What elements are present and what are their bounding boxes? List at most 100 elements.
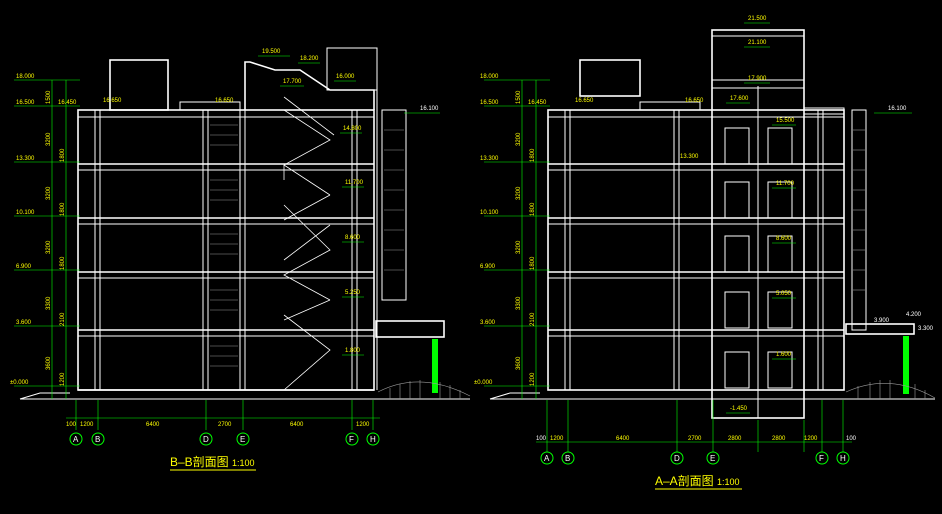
aa-inner-elev-2: 16.650 xyxy=(685,98,704,104)
aa-elev-7: ±0.000 xyxy=(474,380,493,386)
svg-text:H: H xyxy=(840,454,846,463)
bb-entrance-green xyxy=(432,339,438,393)
svg-text:2800: 2800 xyxy=(772,436,786,442)
svg-text:F: F xyxy=(819,454,824,463)
svg-text:11.700: 11.700 xyxy=(776,181,795,187)
svg-text:1200: 1200 xyxy=(804,436,818,442)
svg-text:1200: 1200 xyxy=(530,372,536,386)
svg-text:100: 100 xyxy=(536,436,547,442)
bb-floor-slabs xyxy=(78,116,374,391)
aa-elev-5: 6.900 xyxy=(480,264,496,270)
bb-right-annex xyxy=(381,109,407,301)
svg-text:3.300: 3.300 xyxy=(918,326,934,332)
svg-text:2800: 2800 xyxy=(728,436,742,442)
aa-elev-2: 16.500 xyxy=(480,100,499,106)
svg-text:18.200: 18.200 xyxy=(300,56,319,62)
svg-text:F: F xyxy=(349,435,354,444)
svg-text:8.600: 8.600 xyxy=(776,236,792,242)
bb-right-elev: 16.100 xyxy=(420,106,439,112)
bb-stair-roof xyxy=(244,61,375,110)
bb-axis-bubbles: A B D E F H xyxy=(69,432,380,446)
bb-inner-elev-2: 16.650 xyxy=(215,98,234,104)
svg-text:A: A xyxy=(544,454,550,463)
bb-section: 18.000 16.500 13.300 10.100 6.900 3.600 … xyxy=(10,47,471,471)
svg-text:3200: 3200 xyxy=(516,186,522,200)
svg-text:3600: 3600 xyxy=(46,356,52,370)
bb-roof-box xyxy=(109,59,169,111)
svg-text:1200: 1200 xyxy=(80,422,94,428)
svg-text:5.250: 5.250 xyxy=(345,290,361,296)
aa-entrance-green xyxy=(903,336,909,394)
svg-text:15.500: 15.500 xyxy=(776,118,795,124)
svg-text:1200: 1200 xyxy=(550,436,564,442)
bb-elev-2: 16.500 xyxy=(16,100,35,106)
svg-text:1500: 1500 xyxy=(46,90,52,104)
svg-text:1800: 1800 xyxy=(530,202,536,216)
svg-text:3200: 3200 xyxy=(516,132,522,146)
bb-entry-step xyxy=(19,392,70,400)
svg-text:14.800: 14.800 xyxy=(343,126,362,132)
bb-scale: 1:100 xyxy=(232,458,255,468)
aa-left-dims xyxy=(484,79,550,399)
aa-elev-1: 18.000 xyxy=(480,74,499,80)
svg-text:3600: 3600 xyxy=(516,356,522,370)
svg-text:2100: 2100 xyxy=(530,312,536,326)
aa-ramp xyxy=(845,380,936,399)
aa-section: 18.000 16.500 13.300 10.100 6.900 3.600 … xyxy=(474,16,936,490)
bb-stair-elevs: 19.500 18.200 17.700 16.000 14.800 11.70… xyxy=(262,49,364,354)
svg-text:1800: 1800 xyxy=(530,148,536,162)
bb-columns xyxy=(94,109,358,391)
svg-text:A: A xyxy=(73,435,79,444)
bb-elev-4: 10.100 xyxy=(16,210,35,216)
svg-text:H: H xyxy=(370,435,376,444)
aa-elev-4: 10.100 xyxy=(480,210,499,216)
svg-text:16.100: 16.100 xyxy=(888,106,907,112)
svg-text:17.700: 17.700 xyxy=(283,79,302,85)
svg-text:2700: 2700 xyxy=(688,436,702,442)
aa-inner-elev-1: 16.650 xyxy=(575,98,594,104)
aa-elev-3: 13.300 xyxy=(480,156,499,162)
aa-right-annex xyxy=(851,109,867,331)
bb-right-tower xyxy=(326,47,378,91)
svg-text:3200: 3200 xyxy=(46,132,52,146)
svg-text:B: B xyxy=(95,435,100,444)
svg-text:D: D xyxy=(203,435,209,444)
bb-elev-1: 18.000 xyxy=(16,74,35,80)
aa-scale: 1:100 xyxy=(717,477,740,487)
aa-floor-slabs xyxy=(548,116,844,337)
aa-elev-6: 3.600 xyxy=(480,320,496,326)
svg-text:1800: 1800 xyxy=(60,256,66,270)
svg-text:6400: 6400 xyxy=(146,422,160,428)
bb-elev-6: 3.600 xyxy=(16,320,32,326)
bb-roof-parapet xyxy=(179,101,241,111)
aa-elev-roof: 16.450 xyxy=(528,100,547,106)
bb-inner-elev-1: 16.650 xyxy=(103,98,122,104)
svg-text:21.100: 21.100 xyxy=(748,40,767,46)
aa-title: A–A剖面图 xyxy=(655,474,714,488)
svg-text:6400: 6400 xyxy=(290,422,304,428)
bb-canopy xyxy=(375,320,445,338)
svg-text:1.600: 1.600 xyxy=(776,352,792,358)
svg-text:3200: 3200 xyxy=(516,240,522,254)
aa-elevator-windows xyxy=(724,127,793,389)
svg-text:E: E xyxy=(710,454,715,463)
bb-elev-roof: 16.450 xyxy=(58,100,77,106)
aa-inner-elev-3: 13.300 xyxy=(680,154,699,160)
aa-columns xyxy=(564,109,824,391)
svg-text:100: 100 xyxy=(846,436,857,442)
svg-text:4.200: 4.200 xyxy=(906,312,922,318)
svg-text:11.700: 11.700 xyxy=(345,180,364,186)
svg-text:1200: 1200 xyxy=(60,372,66,386)
bb-elev-7: ±0.000 xyxy=(10,380,29,386)
bb-staircase xyxy=(283,96,335,391)
svg-text:D: D xyxy=(674,454,680,463)
svg-text:21.500: 21.500 xyxy=(748,16,767,22)
aa-bottom-dims: 100 1200 6400 2700 2800 2800 1200 100 xyxy=(536,400,857,452)
aa-tower-elevs: 21.500 21.100 17.900 17.600 15.500 11.70… xyxy=(730,16,795,412)
aa-axis-bubbles: A B D E F H xyxy=(540,451,850,465)
svg-text:5.050: 5.050 xyxy=(776,291,792,297)
svg-text:16.000: 16.000 xyxy=(336,74,355,80)
bb-elev-5: 6.900 xyxy=(16,264,32,270)
svg-text:100: 100 xyxy=(66,422,77,428)
